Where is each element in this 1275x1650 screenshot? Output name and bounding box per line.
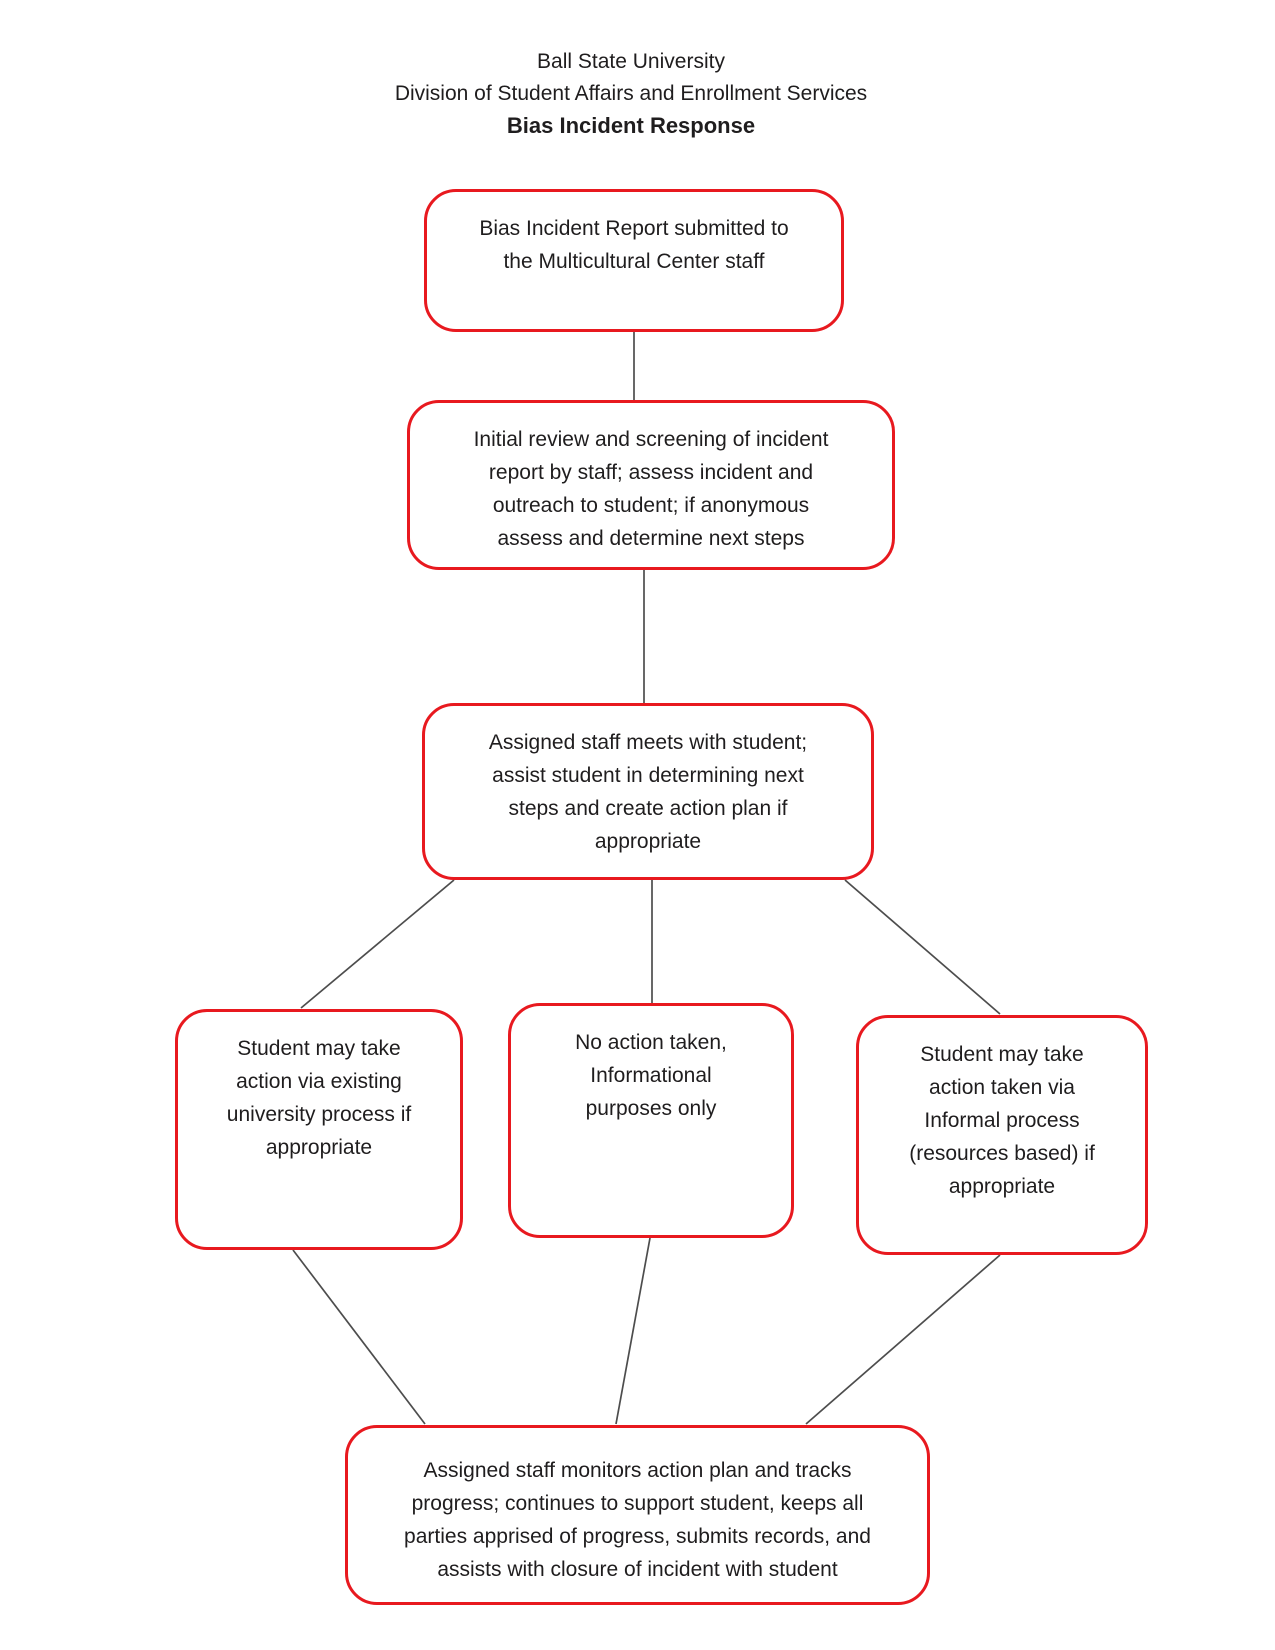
connector-meeting-to-informal (844, 879, 1001, 1015)
node-monitoring: Assigned staff monitors action plan and … (345, 1425, 930, 1605)
node-no-action: No action taken, Informational purposes … (508, 1003, 794, 1238)
node-initial-review: Initial review and screening of incident… (407, 400, 895, 570)
document-header: Ball State University Division of Studen… (0, 46, 1262, 142)
header-division: Division of Student Affairs and Enrollme… (394, 82, 868, 105)
node-staff-meeting: Assigned staff meets with student; assis… (422, 703, 874, 880)
header-organization: Ball State University (537, 50, 725, 73)
connector-informal-to-monitoring (805, 1254, 1001, 1425)
connector-meeting-to-university (300, 879, 455, 1009)
node-university-process: Student may take action via existing uni… (175, 1009, 463, 1250)
node-informal-process: Student may take action taken via Inform… (856, 1015, 1148, 1255)
node-report-submitted: Bias Incident Report submitted to the Mu… (424, 189, 844, 332)
connector-university-to-monitoring (292, 1249, 426, 1425)
header-title: Bias Incident Response (506, 113, 756, 138)
connector-noaction-to-monitoring (615, 1237, 651, 1425)
